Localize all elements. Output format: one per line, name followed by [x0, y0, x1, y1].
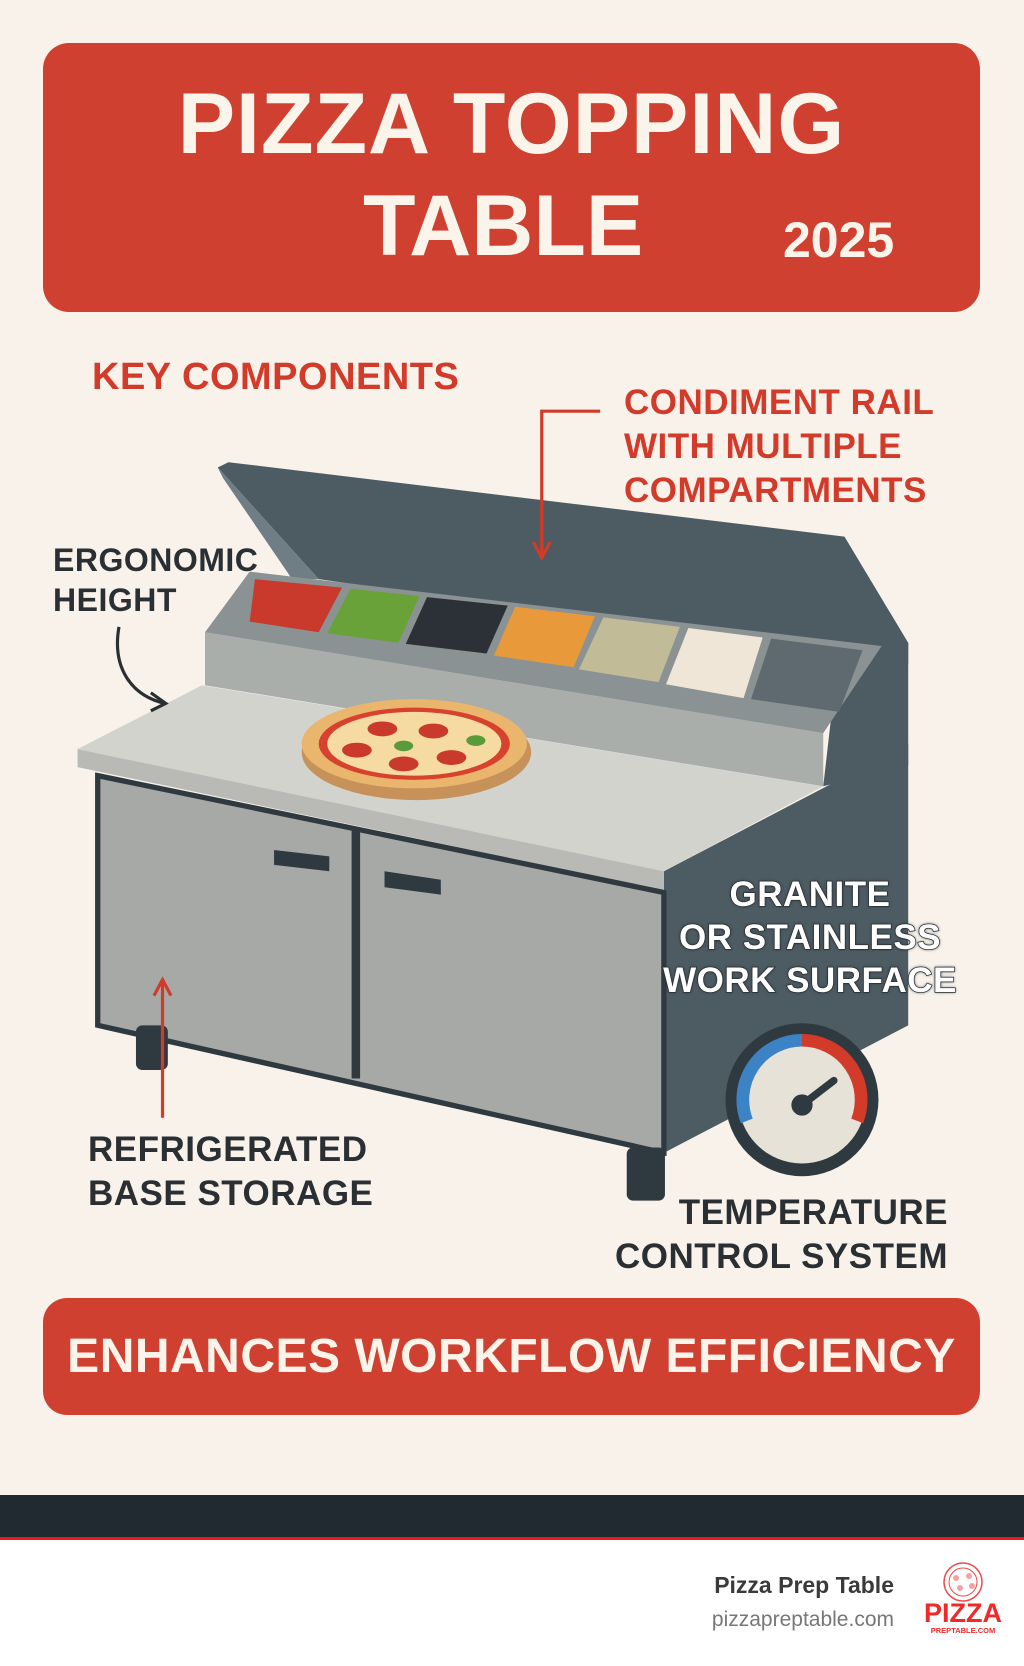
- workflow-banner: ENHANCES WORKFLOW EFFICIENCY: [43, 1298, 980, 1415]
- label-line: WORK SURFACE: [662, 960, 957, 1001]
- condiment-arrow-icon: [531, 409, 601, 562]
- pan-sausage: [751, 638, 863, 712]
- pan-onions: [666, 627, 763, 699]
- topping-pans: [249, 579, 863, 712]
- key-components-heading: KEY COMPONENTS: [92, 356, 460, 398]
- ergonomic-arrow-icon: [116, 626, 169, 713]
- lid: [217, 462, 909, 665]
- door-handle: [274, 850, 330, 872]
- pizza: [301, 699, 532, 801]
- year-label: 2025: [783, 212, 895, 268]
- title-banner: PIZZA TOPPING TABLE 2025: [43, 43, 980, 312]
- pan-olives: [405, 597, 508, 654]
- label-line: ERGONOMIC: [53, 542, 259, 578]
- pan-mushrooms: [578, 617, 680, 683]
- logo-text: PIZZA: [924, 1598, 1002, 1628]
- label-line: BASE STORAGE: [88, 1174, 374, 1213]
- brand-logo[interactable]: PIZZA PREPTABLE.COM: [922, 1560, 1004, 1640]
- label-line: CONTROL SYSTEM: [614, 1237, 948, 1276]
- footer-url[interactable]: pizzapreptable.com: [711, 1608, 894, 1631]
- pizza-logo-icon: [943, 1562, 983, 1602]
- rail-front: [205, 632, 824, 787]
- door-handle: [384, 871, 441, 895]
- footer: [0, 1540, 1024, 1666]
- label-line: HEIGHT: [53, 582, 177, 618]
- pan-peppers: [327, 588, 420, 643]
- footer-brand: Pizza Prep Table: [714, 1572, 894, 1598]
- temperature-control-label: TEMPERATURE CONTROL SYSTEM: [615, 1191, 948, 1279]
- label-line: TEMPERATURE: [678, 1193, 948, 1232]
- work-surface-label: GRANITE OR STAINLESS WORK SURFACE: [660, 873, 960, 1002]
- label-line: COMPARTMENTS: [624, 471, 927, 510]
- logo-subtext: PREPTABLE.COM: [930, 1626, 996, 1635]
- condiment-rail-label: CONDIMENT RAIL WITH MULTIPLE COMPARTMENT…: [624, 381, 934, 513]
- title-line-1: PIZZA TOPPING: [177, 76, 846, 172]
- base-storage-label: REFRIGERATED BASE STORAGE: [88, 1128, 373, 1216]
- label-line: REFRIGERATED: [88, 1130, 368, 1169]
- leg: [135, 1025, 168, 1070]
- label-line: OR STAINLESS: [678, 917, 942, 958]
- pan-tomato: [249, 579, 343, 633]
- label-line: WITH MULTIPLE: [624, 427, 903, 466]
- leg: [626, 1147, 665, 1201]
- temperature-gauge-icon: [725, 1023, 879, 1177]
- pan-cheese: [493, 606, 595, 668]
- ergonomic-height-label: ERGONOMIC HEIGHT: [53, 540, 258, 620]
- footer-band: [0, 1495, 1024, 1540]
- title-line-2: TABLE: [363, 178, 644, 274]
- label-line: GRANITE: [729, 874, 891, 915]
- counter-edge: [77, 749, 664, 891]
- label-line: CONDIMENT RAIL: [624, 383, 935, 422]
- storage-arrow-icon: [152, 976, 173, 1118]
